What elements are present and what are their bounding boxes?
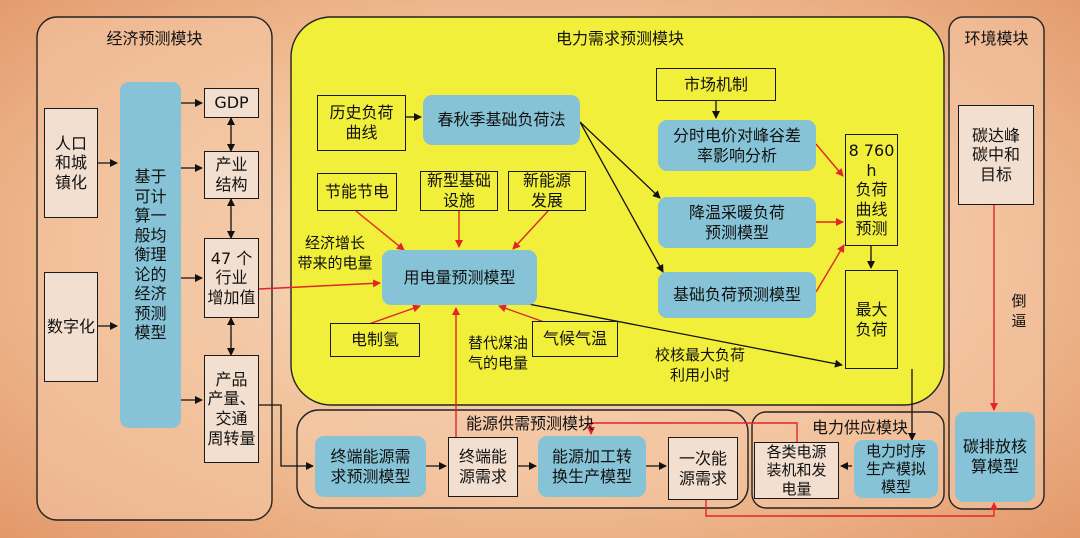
panel-environment-title: 环境模块 (964, 29, 1029, 48)
economic-growth-label: 经济增长 带来的电量 (297, 234, 373, 272)
climate-temperature-box: 气候气温 (532, 321, 618, 357)
spring-autumn-base-load-box: 春秋季基础负荷法 (423, 95, 580, 145)
product-output-box: 产品 产量、 交通 周转量 (204, 355, 259, 463)
terminal-energy-model-box: 终端能源需 求预测模型 (315, 436, 426, 497)
new-infrastructure-box: 新型基础 设施 (420, 171, 498, 211)
primary-energy-demand-box: 一次能 源需求 (668, 437, 738, 500)
digitalization-box: 数字化 (44, 272, 98, 382)
new-energy-development-box: 新能源 发展 (508, 171, 586, 211)
gdp-box: GDP (204, 88, 259, 118)
max-load-box: 最大 负荷 (845, 270, 898, 369)
cooling-heating-model-box: 降温采暖负荷 预测模型 (658, 197, 816, 248)
power-to-hydrogen-box: 电制氢 (330, 323, 420, 357)
panel-economy-title: 经济预测模块 (106, 29, 203, 48)
population-urbanization-box: 人口 和城 镇化 (44, 108, 98, 218)
electricity-consumption-model-box: 用电量预测模型 (382, 250, 537, 305)
fossil-substitution-label: 替代煤油 气的电量 (467, 334, 528, 372)
tou-price-analysis-box: 分时电价对峰谷差 率影响分析 (658, 120, 816, 171)
timeseries-simulation-model-box: 电力时序 生产模拟 模型 (854, 440, 938, 498)
generation-capacity-box: 各类电源 装机和发 电量 (754, 442, 839, 499)
panel-energy-title: 能源供需预测模块 (465, 414, 594, 433)
carbon-emission-model-box: 碳排放核 算模型 (955, 412, 1035, 502)
history-load-curve-box: 历史负荷 曲线 (317, 95, 406, 151)
industry-value-added-box: 47 个 行业 增加值 (204, 238, 259, 318)
energy-saving-box: 节能节电 (317, 173, 397, 211)
market-mechanism-box: 市场机制 (656, 68, 776, 101)
energy-conversion-model-box: 能源加工转 换生产模型 (538, 436, 646, 497)
industry-structure-box: 产业 结构 (204, 151, 259, 199)
load-curve-forecast-box: 8 760 h 负荷 曲线 预测 (845, 134, 898, 246)
panel-supply-title: 电力供应模块 (811, 418, 908, 437)
cge-economic-model-box: 基于 可计 算一 般均 衡理 论的 经济 预测 模型 (120, 82, 181, 428)
carbon-target-box: 碳达峰 碳中和 目标 (958, 105, 1034, 205)
max-load-check-label: 校核最大负荷 利用小时 (654, 346, 745, 384)
panel-demand-title: 电力需求预测模块 (555, 29, 684, 48)
base-load-model-box: 基础负荷预测模型 (658, 272, 816, 318)
terminal-energy-demand-box: 终端能 源需求 (448, 437, 518, 497)
backcast-label: 倒 逼 (1011, 292, 1027, 330)
